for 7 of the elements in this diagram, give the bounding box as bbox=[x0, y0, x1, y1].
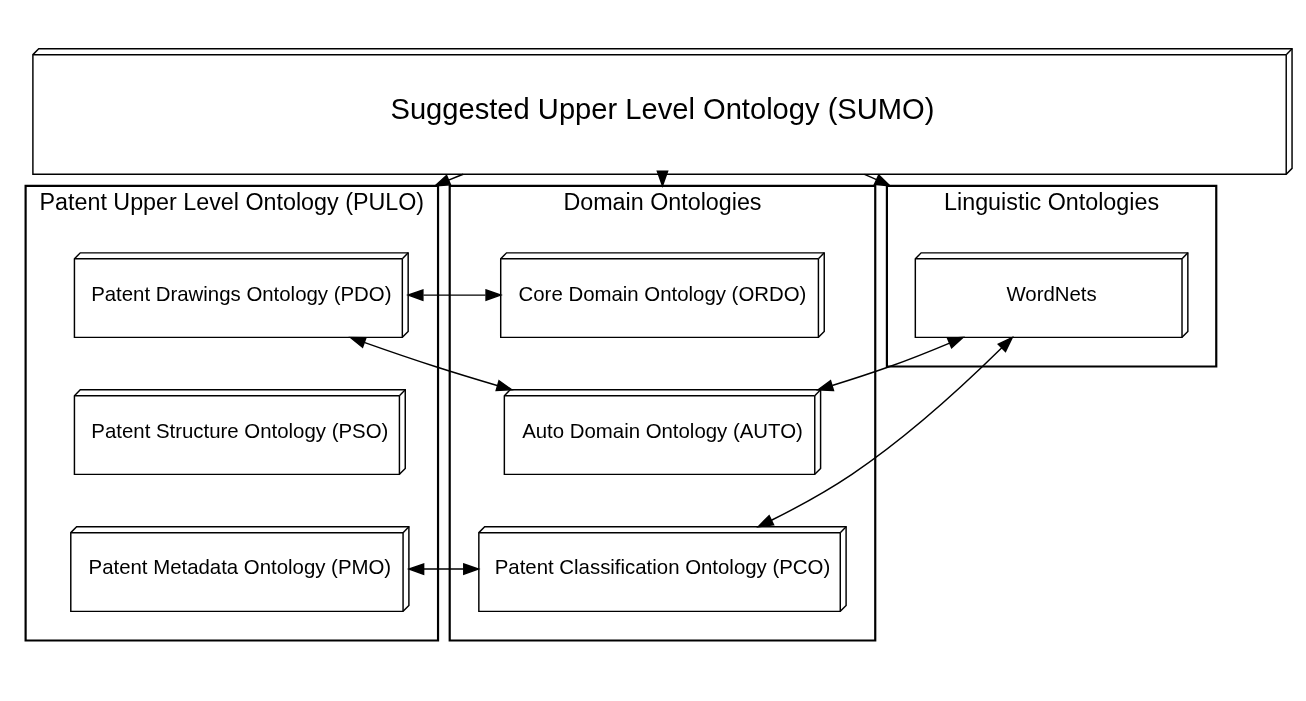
arrow bbox=[433, 173, 464, 187]
arrow bbox=[863, 173, 892, 187]
arrow bbox=[406, 562, 481, 576]
arrow bbox=[756, 335, 1014, 528]
arrow bbox=[815, 336, 966, 392]
arrow bbox=[348, 336, 514, 392]
arrow bbox=[406, 289, 503, 302]
